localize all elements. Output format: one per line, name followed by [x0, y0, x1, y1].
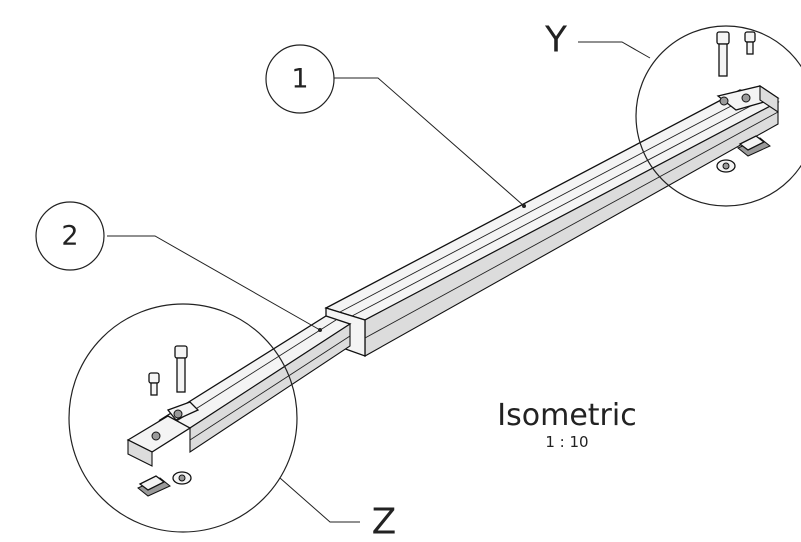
balloon-2-label: 2 — [61, 221, 78, 252]
leader-dot-1 — [522, 204, 526, 208]
inner-slider-part-2 — [126, 315, 352, 467]
view-title: Isometric — [497, 398, 636, 433]
bolt-long-z — [174, 345, 188, 393]
balloon-1-label: 1 — [291, 64, 308, 95]
clamp-nut-y — [716, 135, 771, 173]
balloon-1: 1 — [265, 44, 335, 114]
leader-line-1 — [334, 77, 525, 207]
detail-circle-z — [68, 303, 298, 533]
leader-line-y — [578, 41, 651, 59]
detail-circle-y — [635, 25, 801, 207]
balloon-2: 2 — [35, 201, 105, 271]
outer-tube-part-1 — [324, 84, 780, 357]
bolt-short-y — [744, 31, 756, 55]
bolt-long-y — [716, 31, 730, 77]
detail-label-z: Z — [372, 502, 397, 542]
leader-line-z — [279, 477, 360, 523]
leader-line-2 — [107, 235, 321, 331]
clamp-nut-z — [137, 471, 192, 497]
bolt-short-z — [148, 372, 160, 396]
detail-label-y: Y — [544, 20, 568, 61]
leader-dot-2 — [318, 328, 322, 332]
view-scale: 1 : 10 — [545, 433, 588, 451]
